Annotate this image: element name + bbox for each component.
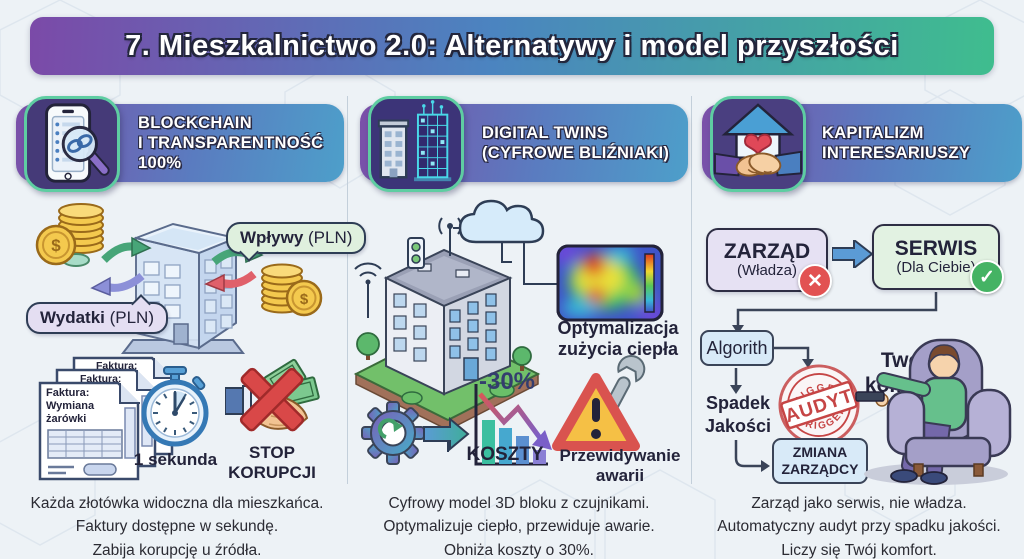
gear-to-chart-arrow	[423, 416, 470, 452]
manager-change-box: ZMIANA ZARZĄDCY	[772, 438, 868, 484]
stop-corruption-label: STOP KORUPCJI	[228, 443, 316, 482]
blockchain-caption: Każda złotówka widoczna dla mieszkańca. …	[30, 495, 324, 559]
service-subtitle: (Dla Ciebie)	[896, 258, 976, 276]
cloud-icon	[458, 199, 545, 244]
relaxed-resident-illustration	[855, 338, 1012, 485]
income-bubble-rest: (PLN)	[303, 228, 353, 247]
expense-bubble: Wydatki (PLN)	[26, 294, 168, 334]
digital-twins-icon-tile	[368, 96, 464, 192]
costs-label: KOSZTY	[466, 444, 544, 465]
approved-badge: ✓	[970, 260, 1004, 294]
digital-twin-graphic	[353, 199, 664, 466]
manager-change-label: ZMIANA ZARZĄDCY	[781, 444, 859, 477]
blockchain-money-flow-graphic: $ $	[35, 203, 323, 354]
board-title: ZARZĄD	[723, 239, 811, 263]
blockchain-icon-tile	[24, 96, 120, 192]
title-bar: 7. Mieszkalnictwo 2.0: Alternatywy i mod…	[30, 17, 994, 75]
column-divider-1	[347, 96, 348, 484]
page-title: 7. Mieszkalnictwo 2.0: Alternatywy i mod…	[125, 29, 899, 62]
income-bubble: Wpływy (PLN)	[226, 222, 367, 262]
stopwatch-icon	[141, 366, 209, 447]
digital-twins-header: DIGITAL TWINS (CYFROWE BLIŹNIAKI)	[352, 96, 690, 192]
board-to-service-arrow	[832, 240, 872, 268]
trees	[356, 332, 532, 405]
stakeholder-header: KAPITALIZM INTERESARIUSZY	[694, 96, 1024, 192]
audit-stamp: TRIGGER TRIGGER AUDYT	[778, 364, 860, 446]
stop-corruption-icon	[225, 358, 320, 432]
invoice-back-label-2: Faktura:	[80, 373, 122, 385]
algorithm-label: Algorith	[706, 337, 768, 358]
heatmap-label: Optymalizacja zużycia ciepła	[557, 318, 679, 359]
coins-right: $	[261, 263, 323, 317]
failure-label: Przewidywanie awarii	[559, 446, 681, 485]
invoice-front-label: Faktura: Wymiana żarówki	[46, 387, 95, 426]
expense-bubble-rest: (PLN)	[104, 308, 154, 327]
service-title: SERWIS	[894, 236, 978, 260]
cost-drop-label: -30%	[478, 368, 536, 395]
failure-warning-icon	[552, 355, 646, 451]
column-divider-2	[691, 96, 692, 484]
inflow-arrow-left	[101, 242, 137, 263]
quality-drop-label: Spadek Jakości	[704, 393, 772, 436]
handshake-house-icon	[713, 103, 803, 177]
invoice-back-label: Faktura:	[96, 360, 138, 372]
cross-icon: ✕	[807, 270, 823, 292]
board-subtitle: (Władza)	[736, 261, 797, 279]
optimization-gear-icon	[361, 401, 425, 465]
phone-magnifier-blockchain-icon	[45, 103, 110, 183]
income-bubble-bold: Wpływy	[240, 228, 304, 247]
dollar-sign: $	[300, 291, 309, 308]
blockchain-header-label: BLOCKCHAIN I TRANSPARENTNOŚĆ 100%	[138, 113, 324, 173]
check-icon: ✓	[979, 266, 995, 288]
stakeholder-flow-connectors	[730, 292, 938, 472]
expense-bubble-bold: Wydatki	[40, 308, 105, 327]
twin-buildings-icon	[377, 100, 452, 182]
blockchain-header: BLOCKCHAIN I TRANSPARENTNOŚĆ 100%	[8, 96, 346, 192]
algorithm-box: Algorith	[700, 330, 774, 366]
rejected-badge: ✕	[798, 264, 832, 298]
dollar-sign: $	[51, 236, 61, 255]
digital-twins-header-label: DIGITAL TWINS (CYFROWE BLIŹNIAKI)	[482, 123, 670, 162]
stakeholder-header-label: KAPITALIZM INTERESARIUSZY	[822, 123, 971, 162]
stakeholder-icon-tile	[710, 96, 806, 192]
invoice-stack	[38, 356, 174, 481]
stakeholder-caption: Zarząd jako serwis, nie władza. Automaty…	[717, 495, 1001, 559]
stopwatch-label: 1 sekunda	[133, 450, 218, 469]
costs-chart-icon	[474, 384, 552, 466]
digital-twins-caption: Cyfrowy model 3D bloku z czujnikami. Opt…	[383, 495, 655, 559]
coins-left: $	[35, 203, 104, 267]
heatmap	[556, 244, 664, 322]
